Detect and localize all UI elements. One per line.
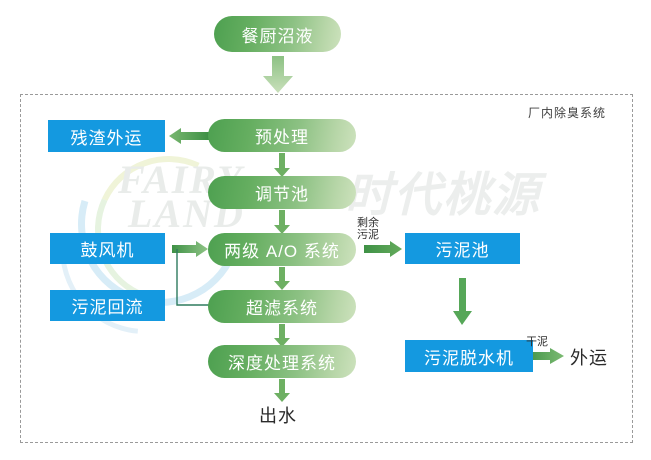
arrow-advanced-to-effluent [273,379,291,403]
arrow-feedstock-to-pretreatment [260,56,296,94]
arrow-sludge-tank-to-dewatering [453,278,473,326]
node-residue-transport[interactable]: 残渣外运 [48,120,165,152]
output-label-effluent: 出水 [259,406,297,426]
node-sludge-tank[interactable]: 污泥池 [405,233,520,264]
node-sludge-dewatering-machine[interactable]: 污泥脱水机 [405,340,533,372]
node-two-stage-ao-system[interactable]: 两级 A/O 系统 [208,233,356,266]
arrow-ao-to-sludge-tank [364,241,402,257]
arrow-equalization-to-ao [273,210,291,235]
plant-boundary-label: 厂内除臭系统 [528,106,607,120]
arrow-blower-to-ao [172,241,208,257]
edge-label-excess-sludge: 剩余 污泥 [357,217,379,241]
arrow-pretreatment-to-residue [169,128,209,144]
node-sludge-return[interactable]: 污泥回流 [50,290,165,321]
plant-boundary-box [20,94,633,443]
output-label-offsite-transport: 外运 [570,348,608,368]
arrow-ao-to-ultrafiltration [273,267,291,291]
edge-label-dry-sludge: 干泥 [526,336,548,348]
arrow-ultrafiltration-to-advanced [273,324,291,348]
node-advanced-treatment-system[interactable]: 深度处理系统 [208,345,356,378]
recirculation-line [176,248,216,315]
edge-label-excess-sludge-line2: 污泥 [357,229,379,241]
node-pretreatment[interactable]: 预处理 [208,119,356,152]
arrow-dewatering-to-offsite [524,348,564,364]
node-equalization-tank[interactable]: 调节池 [208,176,356,209]
node-feedstock[interactable]: 餐厨沼液 [214,16,341,52]
arrow-pretreatment-to-equalization [273,153,291,178]
edge-label-excess-sludge-line1: 剩余 [357,217,379,229]
node-ultrafiltration-system[interactable]: 超滤系统 [208,290,356,323]
node-blower[interactable]: 鼓风机 [50,233,165,264]
